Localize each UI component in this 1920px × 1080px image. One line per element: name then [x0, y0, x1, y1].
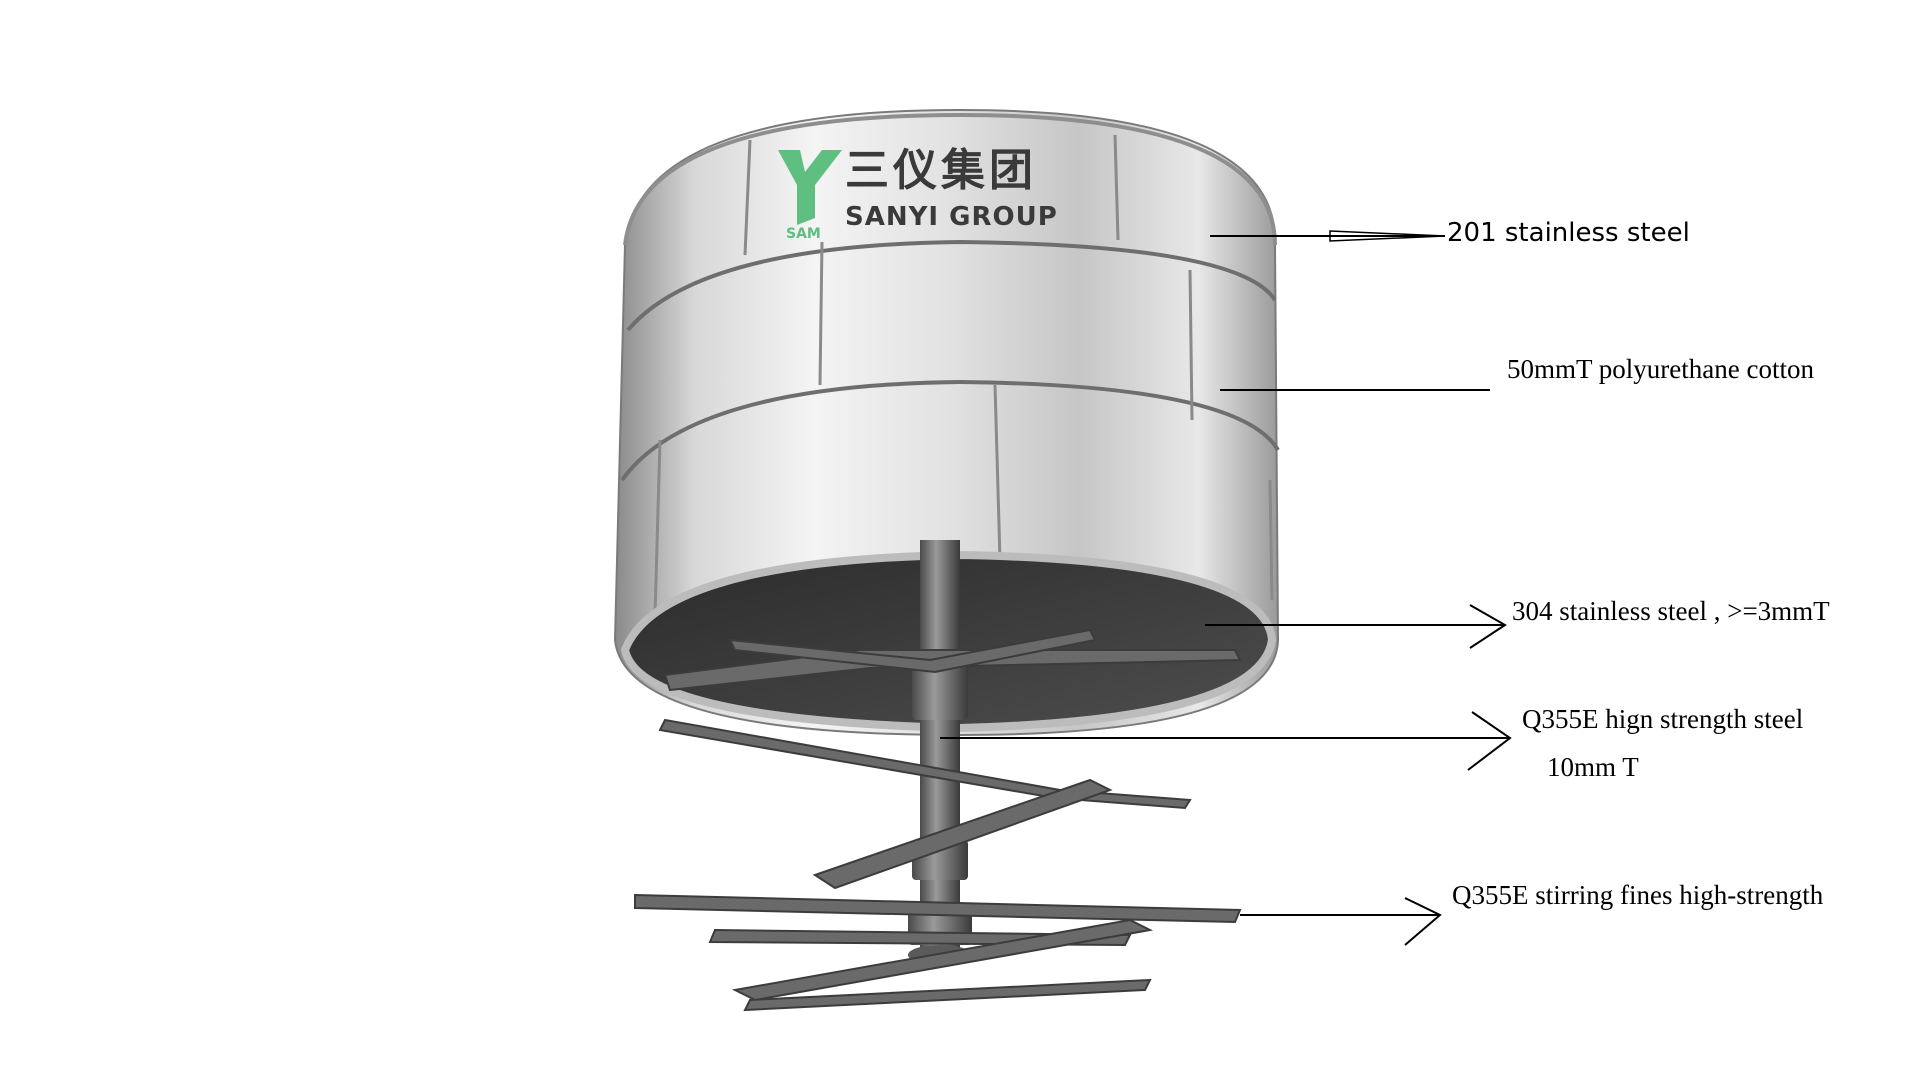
logo-chinese-name: 三仪集团: [845, 145, 1037, 196]
arrow-head-icon: [1469, 604, 1507, 649]
callout-thickness-10mm: 10mm T: [1547, 752, 1639, 782]
arrow-head-icon: [1467, 711, 1512, 771]
upper-band-seam: [626, 239, 1277, 332]
logo-mark-text: SAM: [786, 226, 821, 242]
callout-leaders: [940, 230, 1512, 946]
arrow-head-icon: [1404, 897, 1442, 946]
callout-q355e-stirring: Q355E stirring fines high-strength: [1452, 880, 1824, 910]
callout-201-stainless-steel: 201 stainless steel: [1447, 218, 1690, 248]
logo-mark-icon: [778, 150, 842, 225]
logo-english-name: SANYI GROUP: [845, 202, 1058, 232]
logo: SAM 三仪集团 SANYI GROUP: [778, 145, 1058, 242]
callout-polyurethane-cotton: 50mmT polyurethane cotton: [1507, 354, 1814, 384]
agitator-shaft: [908, 540, 972, 965]
callout-304-stainless-steel: 304 stainless steel , >=3mmT: [1512, 596, 1830, 626]
callout-q355e-high-strength-steel: Q355E hign strength steel: [1522, 704, 1804, 734]
agitator-blades: [634, 628, 1242, 1012]
lower-band-seam: [620, 379, 1280, 482]
